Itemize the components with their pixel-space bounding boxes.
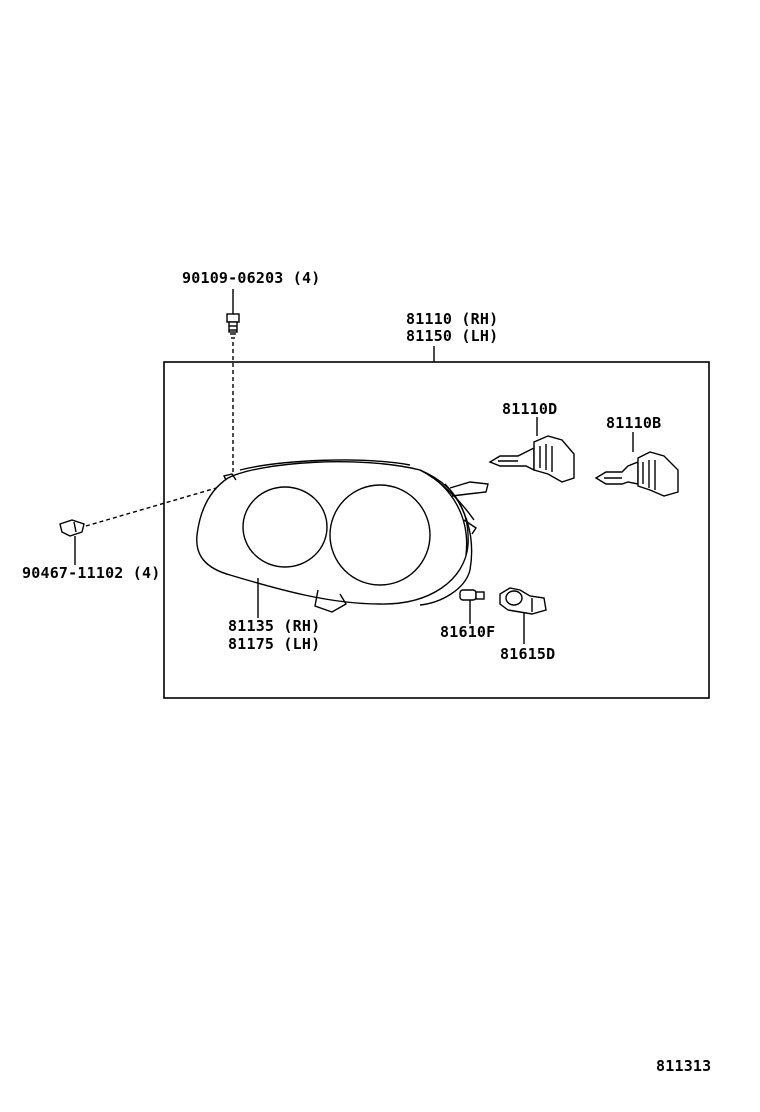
label-lens-rh: 81135 (RH) bbox=[228, 617, 321, 635]
assembly-frame bbox=[163, 361, 710, 699]
label-headlamp-lh: 81150 (LH) bbox=[406, 327, 499, 345]
label-lens-lh: 81175 (LH) bbox=[228, 635, 321, 653]
bolt-part bbox=[226, 313, 240, 339]
bulb-d-part bbox=[488, 435, 575, 483]
label-bulb-b: 81110B bbox=[606, 414, 662, 432]
headlamp-housing bbox=[196, 459, 489, 613]
label-headlamp-rh: 81110 (RH) bbox=[406, 310, 499, 328]
nut-dashed-line bbox=[85, 483, 231, 527]
diagram-code: 811313 bbox=[656, 1057, 712, 1075]
socket-d-part bbox=[499, 587, 547, 615]
label-bulb-d: 81110D bbox=[502, 400, 558, 418]
clip-nut-part bbox=[59, 519, 85, 537]
bulb-f-part bbox=[459, 589, 485, 601]
label-bulb-f: 81610F bbox=[440, 623, 496, 641]
label-socket-d: 81615D bbox=[500, 645, 556, 663]
label-bolt: 90109-06203 (4) bbox=[182, 269, 321, 287]
bulb-b-part bbox=[594, 451, 679, 497]
label-nut: 90467-11102 (4) bbox=[22, 564, 161, 582]
